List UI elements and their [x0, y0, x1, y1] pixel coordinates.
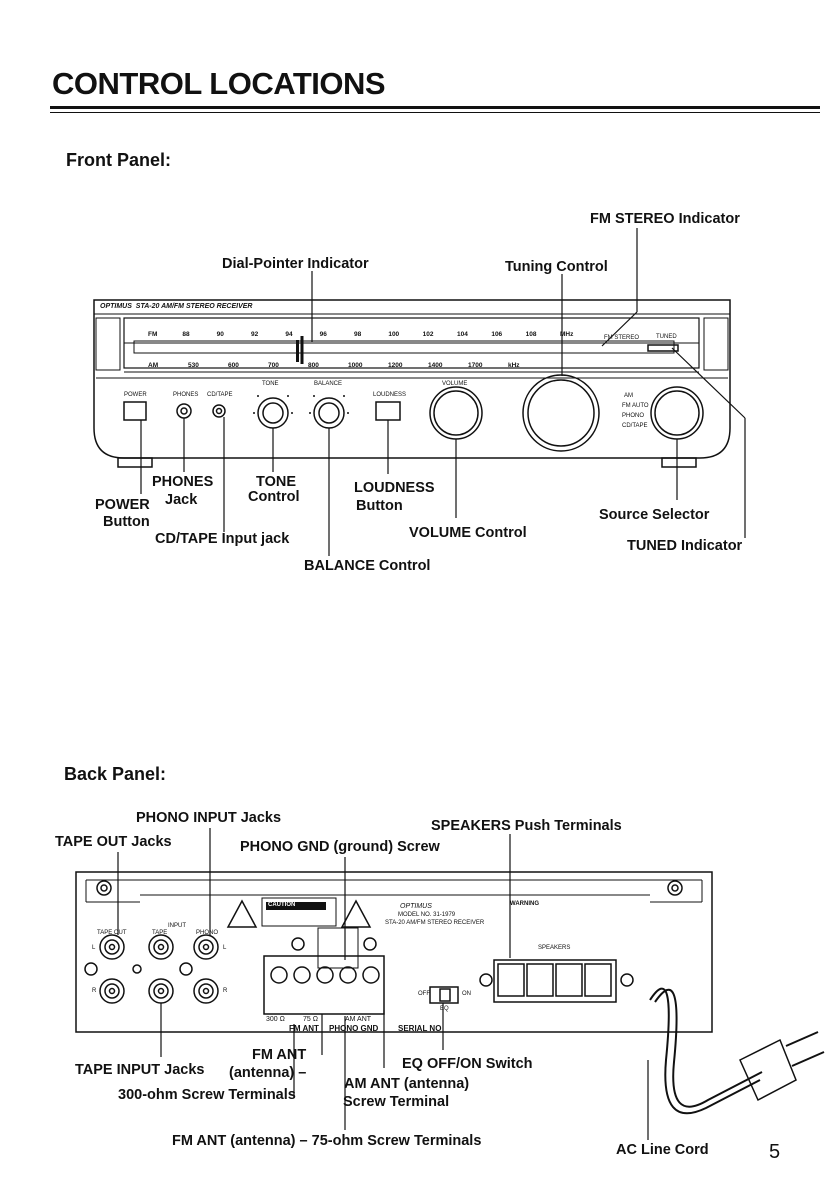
title-rule-thin [50, 112, 820, 113]
am-scale-tick-6: 1200 [388, 362, 403, 369]
fm-scale-tick-4: 94 [285, 331, 293, 338]
fm-scale-tick-9: 104 [457, 331, 468, 338]
callout-cdtape-input: CD/TAPE Input jack [155, 531, 290, 547]
callout-power-button: Button [103, 514, 150, 530]
volume-panel-label: VOLUME [442, 381, 468, 387]
am-scale-tick-3: 700 [268, 362, 279, 369]
fm-scale-tick-3: 92 [251, 331, 259, 338]
source-fm-auto-label: FM AUTO [622, 403, 649, 409]
callout-fm-ant-75: FM ANT (antenna) – 75-ohm Screw Terminal… [172, 1133, 482, 1149]
callout-eq-switch: EQ OFF/ON Switch [402, 1056, 533, 1072]
source-am-label: AM [624, 393, 633, 399]
callout-tape-input: TAPE INPUT Jacks [75, 1062, 205, 1078]
fm-scale-tick-0: FM [148, 331, 158, 338]
fm-scale-tick-2: 90 [216, 331, 224, 338]
callout-speakers-push: SPEAKERS Push Terminals [431, 818, 622, 834]
front-panel-heading: Front Panel: [66, 150, 172, 170]
fm-ant-panel-label: FM ANT [289, 1024, 319, 1033]
phono-label: PHONO [196, 930, 219, 936]
am-scale-tick-0: AM [148, 362, 159, 369]
fm-scale-tick-11: 108 [525, 331, 537, 338]
callout-ac-cord: AC Line Cord [616, 1142, 709, 1158]
callout-fm-ant-b: (antenna) – [229, 1065, 307, 1081]
fm-scale-tick-1: 88 [182, 331, 190, 338]
am-scale-tick-8: 1700 [468, 362, 483, 369]
serial-no-label: SERIAL NO [398, 1024, 442, 1033]
callout-tuned-indicator: TUNED Indicator [627, 538, 743, 554]
fm-scale-tick-12: MHz [560, 331, 574, 338]
callout-tuning-control: Tuning Control [505, 259, 608, 275]
phones-panel-label: PHONES [173, 392, 199, 398]
phono-gnd-panel-label: PHONO GND [329, 1024, 379, 1033]
title-rule [50, 106, 820, 109]
callout-fm-ant-c: 300-ohm Screw Terminals [118, 1087, 296, 1103]
front-brand: OPTIMUS STA-20 AM/FM STEREO RECEIVER [100, 303, 252, 310]
callout-dial-pointer: Dial-Pointer Indicator [222, 256, 369, 272]
callout-balance-control: BALANCE Control [304, 558, 431, 574]
input-group-label: INPUT [168, 923, 186, 929]
am-ant-panel-label: AM ANT [345, 1016, 372, 1023]
callout-loudness-button: Button [356, 498, 403, 514]
callout-tape-out: TAPE OUT Jacks [55, 834, 172, 850]
back-model-line: STA-20 AM/FM STEREO RECEIVER [385, 920, 485, 926]
callout-power: POWER [95, 497, 150, 513]
left-channel-label-2: L [223, 945, 227, 951]
cdtape-panel-label: CD/TAPE [207, 392, 233, 398]
am-scale-tick-7: 1400 [428, 362, 443, 369]
loudness-panel-label: LOUDNESS [373, 392, 407, 398]
callout-volume-control: VOLUME Control [409, 525, 527, 541]
right-channel-label-2: R [223, 988, 228, 994]
source-cdtape-label: CD/TAPE [622, 423, 648, 429]
callout-fm-stereo-indicator: FM STEREO Indicator [590, 211, 740, 227]
source-phono-label: PHONO [622, 413, 645, 419]
callout-am-ant-a: AM ANT (antenna) [344, 1076, 470, 1092]
eq-off-label: OFF [418, 991, 430, 997]
am-scale-tick-4: 800 [308, 362, 319, 369]
back-panel-heading: Back Panel: [64, 764, 167, 784]
ohm300-label: 300 Ω [266, 1016, 285, 1023]
power-panel-label: POWER [124, 392, 147, 398]
callout-tone-control: Control [248, 489, 300, 505]
fm-scale-tick-7: 100 [388, 331, 400, 338]
caution-badge: CAUTION [268, 902, 296, 908]
callout-loudness: LOUDNESS [354, 480, 435, 496]
back-model-no: MODEL NO. 31-1979 [398, 912, 456, 918]
front-model-line: STA-20 AM/FM STEREO RECEIVER [135, 303, 253, 310]
callout-fm-ant-a: FM ANT [252, 1047, 307, 1063]
fm-scale-tick-8: 102 [422, 331, 434, 338]
eq-label: EQ [440, 1006, 449, 1012]
callout-phones: PHONES [152, 474, 214, 490]
callout-source-selector: Source Selector [599, 507, 710, 523]
callout-am-ant-b: Screw Terminal [343, 1094, 450, 1110]
tuned-lamp-label: TUNED [656, 334, 677, 340]
speakers-panel-label: SPEAKERS [538, 945, 571, 951]
page-title: CONTROL LOCATIONS [52, 66, 386, 101]
fm-scale-tick-6: 98 [354, 331, 362, 338]
am-scale-tick-9: kHz [508, 362, 520, 369]
fm-scale-tick-5: 96 [319, 331, 327, 338]
callout-phones-jack: Jack [165, 492, 198, 508]
balance-panel-label: BALANCE [314, 381, 343, 387]
fm-scale-tick-10: 106 [491, 331, 503, 338]
callout-phono-input: PHONO INPUT Jacks [136, 810, 282, 826]
page-number: 5 [769, 1141, 781, 1163]
am-scale-tick-2: 600 [228, 362, 239, 369]
front-brand-name: OPTIMUS [100, 303, 132, 310]
am-scale-tick-5: 1000 [348, 362, 363, 369]
back-brand: OPTIMUS [400, 903, 432, 910]
left-channel-label: L [92, 945, 96, 951]
eq-on-label: ON [462, 991, 471, 997]
callout-tone: TONE [256, 474, 297, 490]
callout-phono-gnd: PHONO GND (ground) Screw [240, 839, 440, 855]
am-scale-tick-1: 530 [188, 362, 199, 369]
ohm75-label: 75 Ω [303, 1016, 318, 1023]
right-channel-label: R [92, 988, 97, 994]
tone-panel-label: TONE [262, 381, 279, 387]
tape-out-label: TAPE OUT [97, 930, 127, 936]
fm-stereo-lamp-label: FM STEREO [604, 335, 640, 341]
back-warning: WARNING [510, 901, 539, 907]
tape-in-label: TAPE [152, 930, 168, 936]
